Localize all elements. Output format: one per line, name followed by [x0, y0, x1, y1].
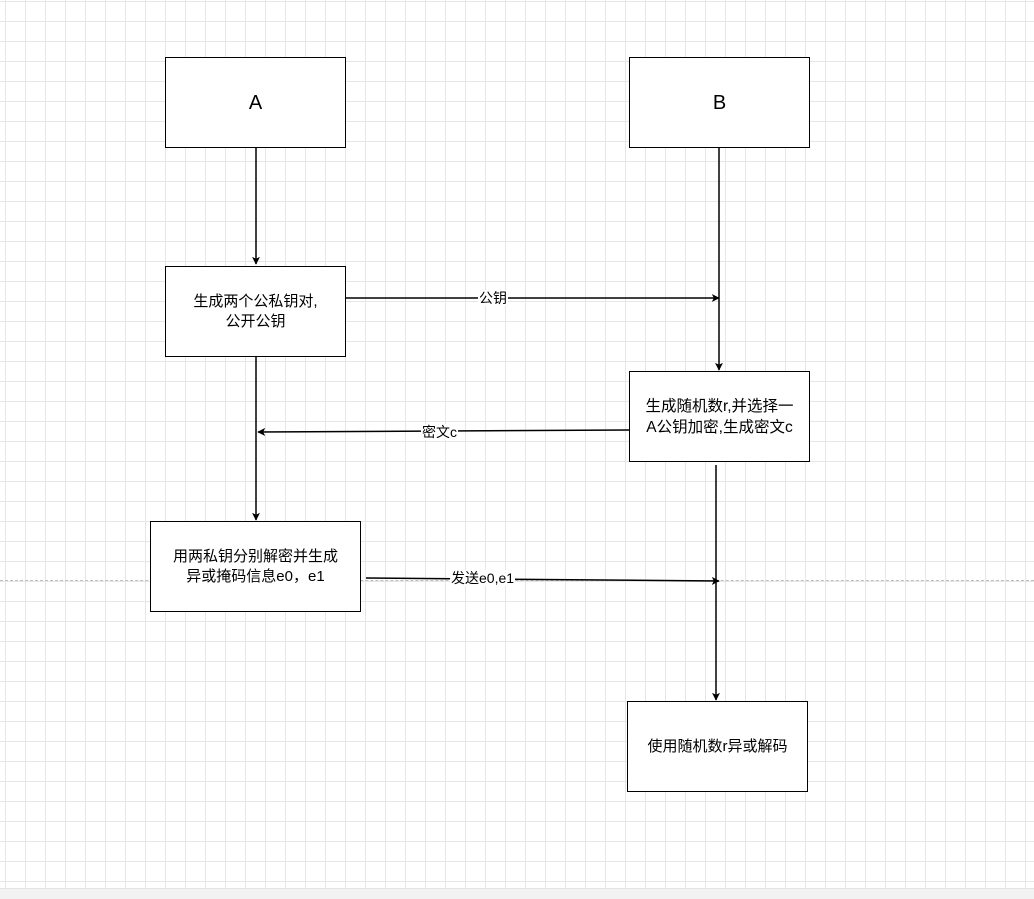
node-generate-key-pairs[interactable]: 生成两个公私钥对, 公开公钥	[165, 266, 346, 357]
bottom-scroll-strip	[0, 888, 1034, 899]
node-b[interactable]: B	[629, 57, 810, 148]
page-break-line	[0, 580, 1034, 581]
node-xor-decode[interactable]: 使用随机数r异或解码	[627, 701, 808, 792]
edge-send-e	[365, 576, 720, 585]
edge-label-public-key[interactable]: 公钥	[478, 290, 508, 306]
node-generate-random-encrypt[interactable]: 生成随机数r,并选择一 A公钥加密,生成密文c	[629, 371, 810, 462]
node-decrypt-mask[interactable]: 用两私钥分别解密并生成 异或掩码信息e0，e1	[150, 521, 361, 612]
edge-label-send-e[interactable]: 发送e0,e1	[450, 570, 516, 586]
node-a[interactable]: A	[165, 57, 346, 148]
edge-label-ciphertext[interactable]: 密文c	[421, 424, 458, 440]
